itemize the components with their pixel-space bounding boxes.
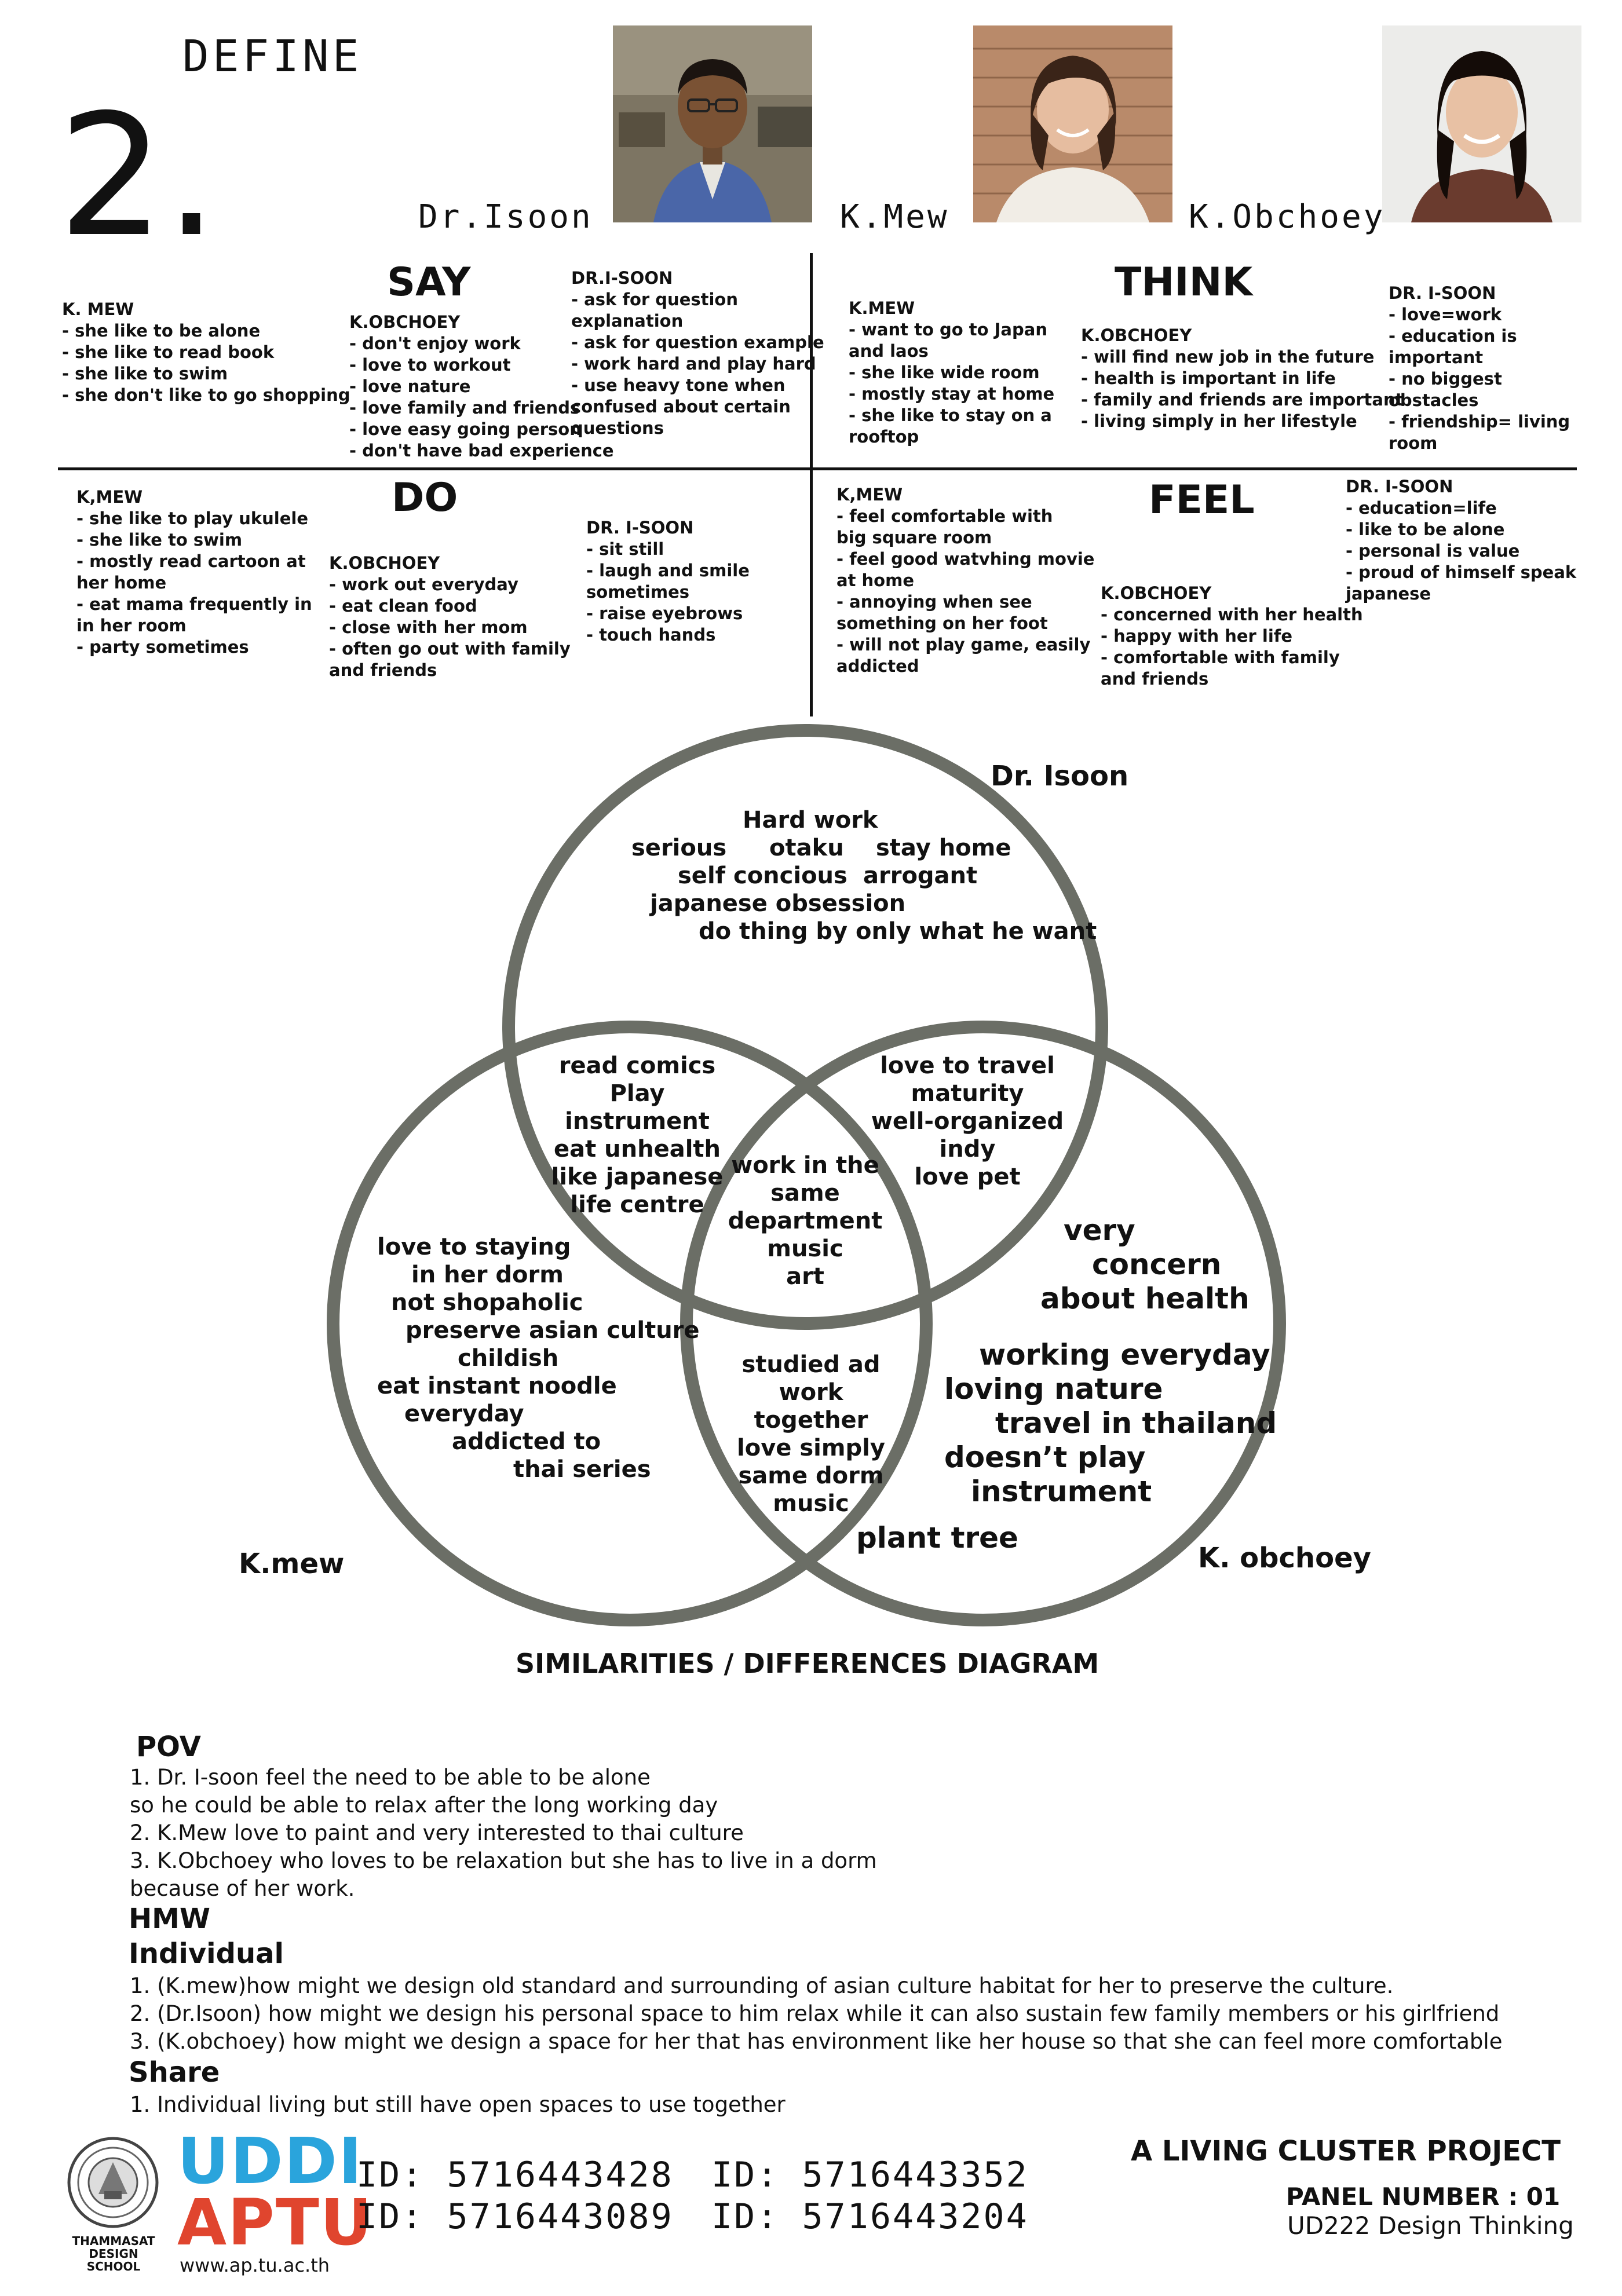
- venn-mew-item: preserve asian culture: [406, 1317, 700, 1344]
- venn-mew-item: in her dorm: [411, 1262, 564, 1288]
- think-title: THINK: [1115, 259, 1253, 305]
- hmw-share-list: 1. Individual living but still have open…: [130, 2091, 786, 2119]
- feel-kobchoey-note: K.OBCHOEY - concerned with her health - …: [1101, 583, 1363, 689]
- venn-obchoey-item: very: [1064, 1213, 1135, 1247]
- photo-isoon: [613, 25, 812, 222]
- student-id: ID: 5716443352: [711, 2155, 1029, 2195]
- venn-obchoey-item: doesn’t play: [944, 1441, 1146, 1474]
- venn-mew-item: not shopaholic: [391, 1289, 583, 1316]
- venn-isoon-item: serious: [631, 835, 727, 861]
- venn-obchoey-item: about health: [1040, 1282, 1250, 1315]
- pov-item: 2. K.Mew love to paint and very interest…: [130, 1820, 744, 1845]
- think-drisoon-note: DR. I-SOON - love=work - education is im…: [1389, 283, 1570, 453]
- hmw-item: 1. (K.mew)how might we design old standa…: [130, 1973, 1394, 1998]
- venn-circle-obchoey: [680, 1021, 1286, 1626]
- venn-obchoey-item: travel in thailand: [995, 1406, 1277, 1440]
- photo-mew: [973, 25, 1172, 222]
- venn-mew-item: love to staying: [377, 1234, 571, 1260]
- pov-item: 1. Dr. I-soon feel the need to be able t…: [130, 1765, 718, 1818]
- feel-drisoon-note: DR. I-SOON - education=life - like to be…: [1346, 477, 1577, 604]
- photo-obchoey: [1382, 25, 1581, 222]
- person-name-isoon: Dr.Isoon: [418, 198, 593, 236]
- venn-mew-item: addicted to: [452, 1428, 601, 1455]
- venn-label-isoon: Dr. Isoon: [991, 760, 1129, 792]
- feel-title: FEEL: [1149, 477, 1255, 523]
- pov-list: 1. Dr. I-soon feel the need to be able t…: [130, 1764, 877, 1903]
- grid-vertical-divider: [810, 253, 813, 716]
- do-drisoon-note: DR. I-SOON - sit still - laugh and smile…: [586, 518, 750, 645]
- thammasat-seal-icon: [64, 2136, 162, 2235]
- say-drisoon-note: DR.I-SOON - ask for question explanation…: [571, 268, 824, 438]
- course-label: UD222 Design Thinking: [1287, 2211, 1574, 2240]
- venn-label-mew: K.mew: [239, 1548, 345, 1580]
- venn-mew-item: thai series: [513, 1456, 651, 1483]
- venn-isoon-item: Hard work: [743, 807, 878, 833]
- venn-caption: SIMILARITIES / DIFFERENCES DIAGRAM: [516, 1648, 1099, 1679]
- hmw-share-item: 1. Individual living but still have open…: [130, 2092, 786, 2117]
- student-id: ID: 5716443204: [711, 2196, 1029, 2237]
- panel-label: PANEL NUMBER : 01: [1286, 2182, 1561, 2211]
- venn-isoon-item: do thing by only what he want: [699, 918, 1097, 945]
- venn-obchoey-item: working everyday: [979, 1338, 1270, 1372]
- venn-obchoey-item: plant tree: [856, 1521, 1018, 1555]
- venn-mew-item: childish: [458, 1345, 559, 1372]
- aptu-logo: APTU: [177, 2185, 374, 2260]
- student-id: ID: 5716443089: [356, 2196, 674, 2237]
- hmw-individual-title: Individual: [129, 1937, 284, 1970]
- venn-mew-item: eat instant noodle: [377, 1373, 617, 1399]
- person-name-mew: K.Mew: [840, 198, 949, 236]
- think-kmew-note: K.MEW - want to go to Japan and laos - s…: [849, 298, 1055, 447]
- panel-number: 2.: [58, 79, 218, 274]
- venn-circle-isoon: [502, 724, 1108, 1330]
- pov-title: POV: [136, 1731, 201, 1763]
- think-kobchoey-note: K.OBCHOEY - will find new job in the fut…: [1081, 326, 1404, 431]
- do-kmew-note: K,MEW - she like to play ukulele - she l…: [76, 487, 312, 657]
- venn-isoon-mew-overlap: read comics Play instrument eat unhealth…: [551, 1052, 724, 1218]
- venn-obchoey-item: loving nature: [944, 1372, 1163, 1406]
- feel-kmew-note: K,MEW - feel comfortable with big square…: [836, 485, 1095, 676]
- do-kobchoey-note: K.OBCHOEY - work out everyday - eat clea…: [329, 553, 571, 680]
- pov-item: 3. K.Obchoey who loves to be relaxation …: [130, 1848, 877, 1901]
- venn-isoon-item: self concious: [678, 862, 847, 889]
- venn-mew-item: everyday: [404, 1401, 524, 1427]
- uddi-logo: UDDI: [177, 2124, 363, 2198]
- define-label: DEFINE: [182, 30, 363, 82]
- venn-isoon-item: otaku: [769, 835, 844, 861]
- venn-isoon-item: stay home: [876, 835, 1011, 861]
- student-id: ID: 5716443428: [356, 2155, 674, 2195]
- venn-mew-obchoey-overlap: studied ad work together love simply sam…: [737, 1351, 885, 1517]
- grid-horizontal-divider: [58, 467, 1577, 470]
- venn-all-three: work in the same department music art: [728, 1152, 883, 1290]
- hmw-item: 3. (K.obchoey) how might we design a spa…: [130, 2029, 1503, 2054]
- say-kmew-note: K. MEW - she like to be alone - she like…: [62, 299, 350, 405]
- say-title: SAY: [387, 259, 471, 305]
- venn-obchoey-item: concern: [1092, 1248, 1222, 1281]
- seal-caption: THAMMASAT DESIGN SCHOOL: [72, 2234, 155, 2273]
- person-name-obchoey: K.Obchoey: [1189, 198, 1386, 236]
- venn-isoon-item: arrogant: [863, 862, 978, 889]
- venn-isoon-item: japanese obsession: [650, 890, 906, 917]
- venn-circle-mew: [327, 1021, 933, 1626]
- do-title: DO: [392, 475, 458, 521]
- project-title: A LIVING CLUSTER PROJECT: [1131, 2135, 1561, 2167]
- say-kobchoey-note: K.OBCHOEY - don't enjoy work - love to w…: [349, 312, 614, 460]
- hmw-item: 2. (Dr.Isoon) how might we design his pe…: [130, 2001, 1500, 2026]
- website-text: www.ap.tu.ac.th: [180, 2254, 330, 2276]
- venn-isoon-obchoey-overlap: love to travel maturity well-organized i…: [871, 1052, 1064, 1190]
- venn-label-obchoey: K. obchoey: [1198, 1542, 1371, 1574]
- hmw-share-title: Share: [129, 2056, 220, 2089]
- hmw-title: HMW: [129, 1903, 210, 1935]
- hmw-individual-list: 1. (K.mew)how might we design old standa…: [130, 1972, 1502, 2056]
- venn-obchoey-item: instrument: [971, 1475, 1152, 1508]
